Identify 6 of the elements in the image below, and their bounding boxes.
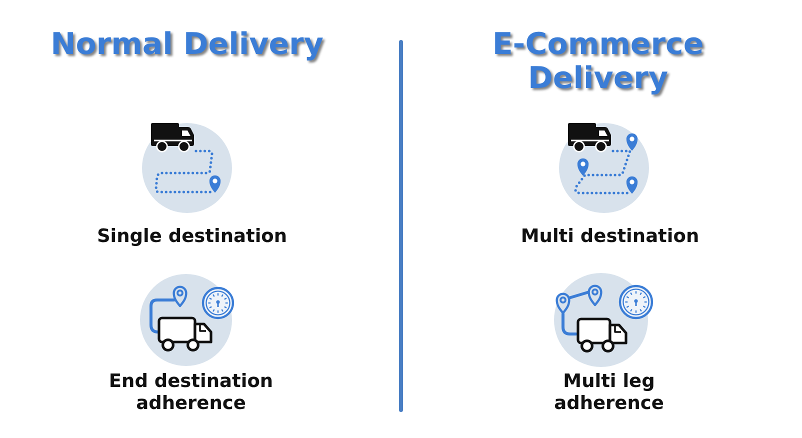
column-heading: Normal Delivery <box>50 28 324 62</box>
node-label: Multi leg adherence <box>553 371 665 415</box>
node-label: Multi destination <box>520 226 700 248</box>
column-heading: E-Commerce Delivery <box>491 28 705 96</box>
node-label: Single destination <box>96 226 288 248</box>
node-label: End destination adherence <box>108 371 274 415</box>
